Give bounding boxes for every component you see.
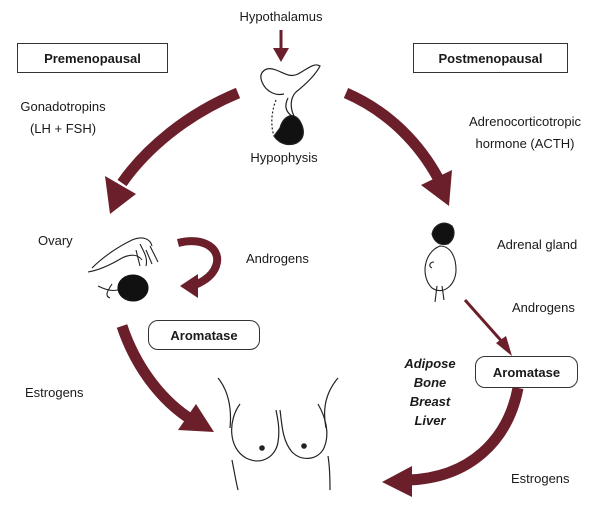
postmenopausal-label: Postmenopausal — [438, 50, 543, 66]
androgens-left-label: Androgens — [246, 251, 309, 266]
gonadotropins-line2: (LH + FSH) — [29, 121, 97, 136]
aromatase-right-box: Aromatase — [475, 356, 578, 388]
estrogens-right-arrow — [382, 386, 524, 497]
aromatase-left-box: Aromatase — [148, 320, 260, 350]
gonadotropins-label: Gonadotropins (LH + FSH) — [8, 99, 118, 137]
ovary-label: Ovary — [38, 233, 73, 248]
androgens-right-arrow — [463, 299, 512, 356]
estrogens-right-label: Estrogens — [511, 471, 570, 486]
adrenal-gland-illustration — [424, 222, 457, 303]
hypothalamus-label: Hypothalamus — [239, 9, 323, 24]
acth-line2: hormone (ACTH) — [475, 136, 575, 151]
aromatase-right-label: Aromatase — [492, 364, 561, 380]
tissue-breast: Breast — [409, 394, 451, 409]
tissue-adipose: Adipose — [404, 356, 456, 371]
hypophysis-label: Hypophysis — [250, 150, 318, 165]
acth-arrow — [343, 87, 452, 206]
gonadotropins-line1: Gonadotropins — [20, 99, 106, 114]
premenopausal-box: Premenopausal — [17, 43, 168, 73]
adrenal-gland-label: Adrenal gland — [497, 237, 578, 252]
estrogens-left-arrow — [116, 324, 214, 432]
postmenopausal-box: Postmenopausal — [413, 43, 568, 73]
tissue-bone: Bone — [413, 375, 447, 390]
hypophysis-illustration — [260, 64, 321, 146]
tissue-list: Adipose Bone Breast Liver — [400, 354, 460, 430]
estrogens-left-label: Estrogens — [25, 385, 84, 400]
aromatase-left-label: Aromatase — [170, 327, 238, 343]
premenopausal-label: Premenopausal — [44, 50, 141, 66]
ovary-illustration — [87, 237, 159, 302]
hypothalamus-arrow — [273, 30, 289, 62]
tissue-liver: Liver — [414, 413, 446, 428]
androgens-cycle-arrow — [176, 237, 222, 298]
breasts-illustration — [217, 377, 339, 491]
acth-label: Adrenocorticotropic hormone (ACTH) — [450, 114, 600, 152]
gonadotropins-arrow — [105, 87, 241, 214]
acth-line1: Adrenocorticotropic — [469, 114, 581, 129]
androgens-right-label: Androgens — [512, 300, 575, 315]
